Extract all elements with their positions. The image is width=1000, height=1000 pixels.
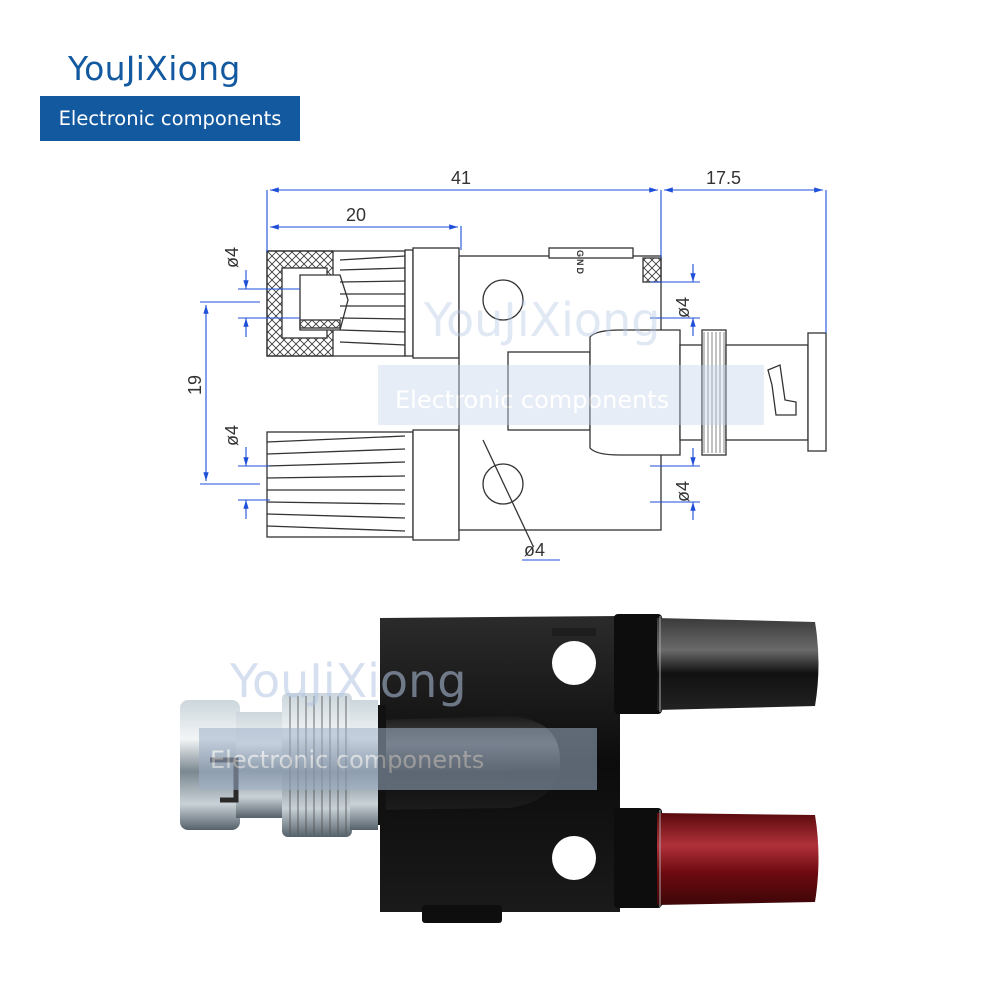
photo-black-knob (657, 618, 819, 710)
dim-post-diameter-top: ø4 (222, 247, 242, 268)
brand-logo: YouJiXiong Electronic components (40, 48, 300, 141)
gnd-label: GND (575, 250, 585, 276)
bottom-knob-ridges (266, 435, 406, 532)
mount-hole-lower (482, 463, 524, 505)
watermark-tagline-top: Electronic components (395, 386, 669, 414)
dim-binding-post-length: 20 (346, 205, 366, 225)
watermark-name-bottom: YouJiXiong (229, 654, 466, 708)
top-knob-ridges (339, 255, 406, 346)
watermark-name-top: YouJiXiong (423, 293, 660, 347)
brand-tagline: Electronic components (40, 96, 300, 141)
dim-post-diameter-bottom: ø4 (222, 425, 242, 446)
photo-hole-upper (552, 641, 596, 685)
bottom-binding-post-body (266, 431, 414, 538)
watermark-bottom: YouJiXiong Electronic components (199, 654, 597, 790)
dim-mount-hole: ø4 (524, 540, 545, 560)
dim-bnc-length: 17.5 (706, 168, 741, 188)
mount-hole-upper (482, 279, 524, 321)
photo-red-collar (614, 808, 662, 908)
dimension-lines (200, 187, 827, 561)
dim-hole-diameter-lower: ø4 (673, 481, 693, 502)
photo-red-knob (657, 813, 819, 905)
bnc-knurled-ring (701, 329, 727, 456)
dim-overall-length: 41 (451, 168, 471, 188)
dim-hole-diameter-upper: ø4 (673, 297, 693, 318)
watermark-top: YouJiXiong Electronic components (378, 293, 764, 425)
photo-black-collar (614, 614, 662, 714)
dim-post-spacing: 19 (185, 375, 205, 395)
photo-hole-lower (552, 836, 596, 880)
watermark-tagline-bottom: Electronic components (210, 746, 484, 774)
technical-drawing (266, 247, 827, 547)
brand-name: YouJiXiong (68, 49, 241, 88)
